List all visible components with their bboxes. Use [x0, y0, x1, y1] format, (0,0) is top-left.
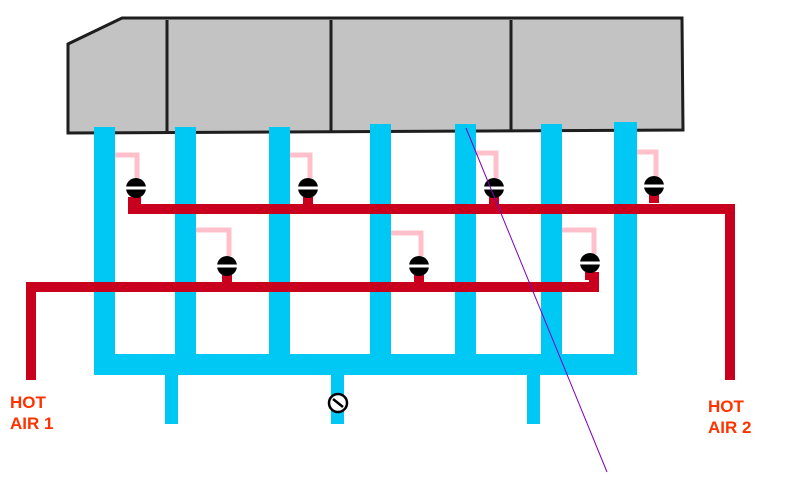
pointer-line [465, 127, 608, 473]
valve-icon[interactable] [409, 256, 429, 283]
label-hot-air-1-line2: AIR 1 [10, 414, 54, 433]
label-hot-air-2-line1: HOT [708, 397, 744, 416]
duct-vertical-1 [94, 127, 115, 374]
branch-pipe-3 [476, 150, 499, 178]
branch-pipe-7 [562, 227, 597, 254]
duct-vertical-6 [541, 124, 562, 374]
duct-outlet-3 [527, 374, 540, 424]
label-hot-air-1-line1: HOT [10, 393, 46, 412]
label-hot-air-2-line2: AIR 2 [708, 418, 752, 437]
valve-icon[interactable] [644, 176, 664, 203]
duct-vertical-5 [455, 124, 476, 374]
valves [126, 176, 664, 283]
drain-valve-icon[interactable] [327, 392, 349, 414]
branch-pipe-5 [196, 227, 232, 256]
machine-housing [66, 16, 685, 135]
duct-collector-horizontal [94, 354, 637, 375]
branch-pipe-1 [115, 152, 140, 178]
branch-pipe-6 [391, 230, 424, 256]
valve-icon[interactable] [484, 178, 504, 205]
valve-icon[interactable] [580, 253, 600, 280]
air-ducts [94, 122, 637, 424]
duct-vertical-2 [175, 127, 196, 374]
duct-outlet-1 [165, 374, 178, 424]
branch-pipe-2 [290, 152, 313, 178]
housing-outline [66, 16, 685, 135]
duct-vertical-3 [269, 127, 290, 374]
valve-icon[interactable] [217, 256, 237, 283]
valve-icon[interactable] [298, 178, 318, 205]
label-hot-air-2: HOT AIR 2 [708, 396, 751, 438]
duct-vertical-4 [370, 124, 391, 374]
branch-pipes [115, 149, 659, 256]
valve-icon[interactable] [126, 178, 146, 205]
label-hot-air-1: HOT AIR 1 [10, 392, 53, 434]
duct-vertical-7 [614, 122, 637, 374]
branch-pipe-4 [637, 149, 659, 177]
